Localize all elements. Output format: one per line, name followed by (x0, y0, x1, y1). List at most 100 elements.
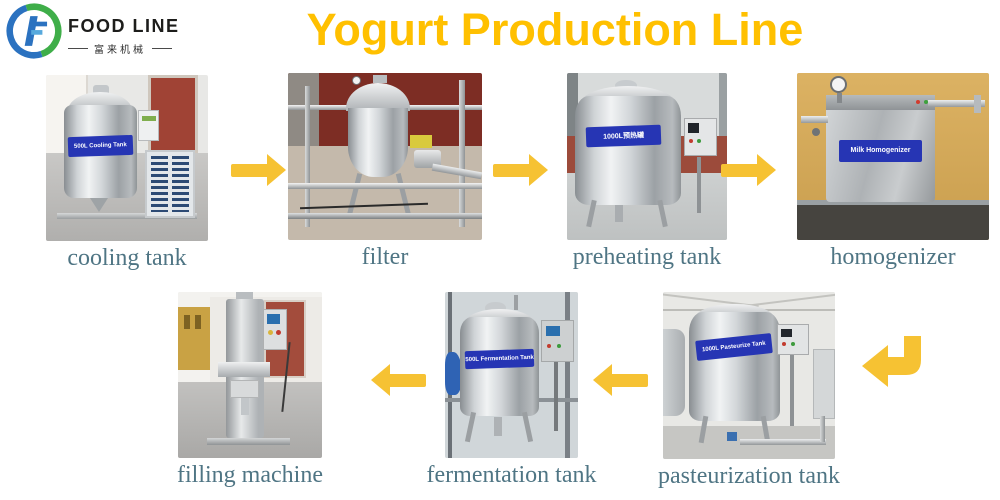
control-box (683, 118, 718, 157)
arrow-preheating-to-homogenizer-icon (721, 154, 776, 187)
wall-strip (719, 73, 727, 170)
outlet-pipe (927, 99, 986, 108)
homogenizer-caption: homogenizer (830, 244, 956, 270)
top-fitting (373, 74, 387, 83)
control-stand (554, 361, 559, 432)
floor-pipe (740, 438, 827, 445)
hopper (235, 292, 253, 301)
gauge-stem (837, 93, 843, 104)
arrow-head (593, 364, 612, 396)
condenser-slats (171, 155, 190, 212)
tank-nameplate: 1000L预热罐 (585, 125, 662, 148)
station-fermentation-tank: 500L Fermentation Tank fermentation tank (427, 292, 596, 488)
condenser-slats (150, 155, 169, 212)
preheating-tank-photo: 1000L预热罐 (567, 73, 727, 240)
pasteurization-tank-caption: pasteurization tank (658, 463, 840, 489)
arrow-head (267, 154, 286, 186)
tank-body (688, 312, 780, 421)
red-indicator (916, 99, 921, 104)
pressure-gauge-icon (829, 76, 847, 94)
frame-post (305, 86, 311, 227)
station-filling-machine: filling machine (177, 292, 323, 488)
pump (414, 149, 442, 169)
arrow-shaft (389, 374, 426, 387)
filter-photo (288, 73, 482, 240)
bottom-valve (494, 416, 503, 437)
brand-name-chinese: 富来机械 (94, 45, 146, 56)
arrow-fermentation-to-filling-icon (371, 364, 426, 397)
station-homogenizer: Milk Homogenizer homogenizer (797, 73, 989, 270)
dark-floor (797, 199, 989, 240)
arrow-shaft (493, 164, 530, 177)
red-button (546, 344, 551, 349)
base-frame (206, 438, 291, 445)
tank-top-cap (92, 84, 110, 95)
control-box (540, 320, 574, 362)
pressure-gauge-icon (352, 76, 362, 86)
control-box (138, 109, 160, 142)
arrow-head (757, 154, 776, 186)
station-preheating-tank: 1000L预热罐 preheating tank (567, 73, 727, 270)
filter-vessel (348, 108, 409, 177)
red-button (781, 341, 786, 346)
arrow-homogenizer-to-pasteurization-icon (862, 336, 921, 387)
riser-pipe (819, 415, 825, 443)
control-indicator (142, 116, 156, 122)
brand-name-chinese-row: 富来机械 (68, 41, 172, 56)
tank-cone-outlet (89, 197, 108, 212)
side-tank (663, 328, 686, 416)
left-dash (68, 48, 88, 49)
filling-spout (241, 398, 249, 415)
preheating-tank-caption: preheating tank (572, 244, 722, 270)
blue-tarp (445, 351, 463, 395)
arrow-shaft (231, 164, 268, 177)
yellow-button (267, 330, 273, 336)
homogenizer-photo: Milk Homogenizer (797, 73, 989, 240)
frame-post (458, 79, 465, 227)
manhole (615, 79, 638, 92)
station-cooling-tank: 500L Cooling Tank cooling tank (46, 75, 208, 271)
control-screen (546, 325, 560, 337)
page-title: Yogurt Production Line (306, 4, 804, 55)
green-button (791, 341, 795, 346)
green-button (697, 139, 702, 144)
arrow-filter-to-preheating-icon (493, 154, 548, 187)
control-panel (262, 308, 288, 351)
control-box (776, 323, 810, 356)
filter-caption: filter (361, 244, 409, 270)
fermentation-tank-photo: 500L Fermentation Tank (445, 292, 578, 458)
hand-knob (812, 128, 821, 137)
arrow-shaft (611, 374, 648, 387)
station-filter: filter (288, 73, 482, 270)
arrow-pasteurization-to-fermentation-icon (593, 364, 648, 397)
tank-nameplate: 500L Cooling Tank (67, 135, 133, 158)
pipe-flange (973, 94, 982, 114)
inlet-pipe (800, 116, 828, 124)
red-button (688, 139, 693, 144)
pasteurization-tank-photo: 1000L Pasteurize Tank (663, 292, 835, 459)
control-strip (825, 94, 936, 110)
base-frame (57, 212, 197, 220)
control-screen (267, 314, 280, 324)
fermentation-tank-caption: fermentation tank (426, 462, 597, 488)
bag-former (229, 379, 259, 399)
manhole (484, 301, 507, 314)
control-screen (781, 328, 792, 337)
arrow-head (371, 364, 390, 396)
food-line-logo: FOOD LINE 富来机械 (6, 2, 236, 64)
green-button (556, 344, 561, 349)
red-button (276, 330, 282, 336)
condenser-unit (144, 149, 196, 218)
outlet-valve (726, 432, 737, 441)
control-stand (696, 156, 701, 214)
yellow-building (178, 306, 210, 371)
tank-nameplate: Milk Homogenizer (839, 139, 922, 162)
green-indicator (923, 99, 928, 104)
sealing-mechanism (218, 361, 271, 377)
building-window (195, 315, 202, 329)
floor-rail (797, 199, 989, 205)
wall-strip (567, 73, 579, 174)
tank-nameplate: 500L Fermentation Tank (464, 348, 535, 370)
filling-machine-caption: filling machine (177, 462, 323, 488)
